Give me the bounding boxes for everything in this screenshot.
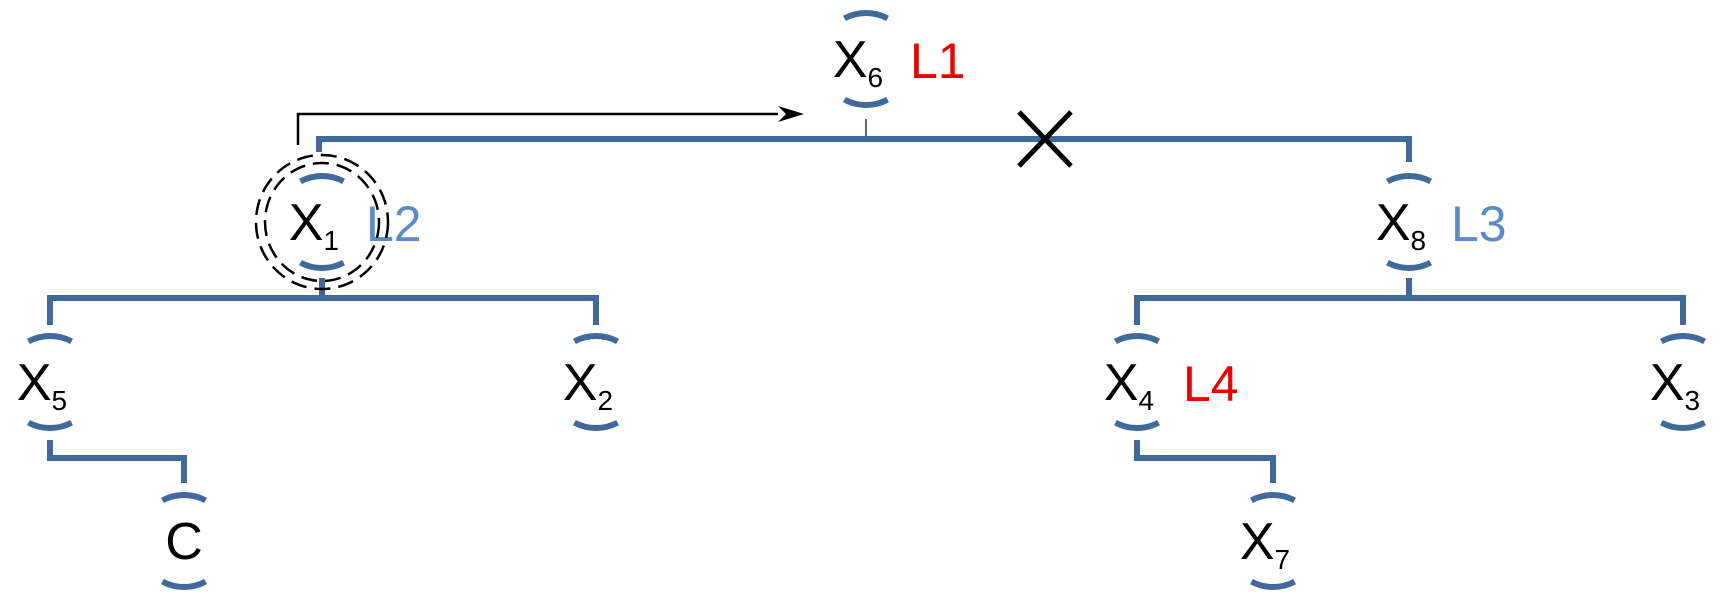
node-arc-top	[1385, 173, 1433, 185]
node-var-letter: X	[17, 354, 52, 412]
node-var-subscript: 6	[868, 62, 884, 93]
node-arc-bottom	[1385, 259, 1433, 271]
edge-x8-children	[1134, 295, 1686, 325]
node-var-letter: X	[1650, 354, 1685, 412]
branches	[47, 119, 1686, 483]
node-arc-top	[160, 492, 208, 504]
node-x8: X8 L3	[1376, 173, 1507, 271]
node-var-letter: X	[1240, 513, 1275, 571]
edge-x1-children	[47, 295, 599, 325]
node-x3: X3	[1650, 333, 1707, 431]
node-variable: X3	[1650, 354, 1700, 416]
node-var-letter: C	[165, 513, 203, 571]
edge-x6-children	[316, 136, 1412, 162]
node-var-subscript: 1	[324, 225, 340, 256]
node-arc-bottom	[572, 419, 620, 431]
node-arc-top	[26, 333, 74, 345]
node-variable: X8	[1376, 194, 1426, 256]
node-arc-top	[1659, 333, 1707, 345]
node-arc-top	[1249, 492, 1297, 504]
node-arc-bottom	[1659, 419, 1707, 431]
edge-x4-children	[1134, 440, 1276, 483]
node-var-letter: X	[1104, 354, 1139, 412]
node-arc-bottom	[160, 578, 208, 590]
node-label: L4	[1183, 356, 1239, 412]
move-arrow	[296, 106, 804, 145]
edge-x5-children	[47, 440, 187, 483]
node-var-letter: X	[563, 354, 598, 412]
node-var-subscript: 8	[1411, 225, 1427, 256]
node-label: L1	[910, 33, 966, 89]
node-x6: X6 L1	[833, 10, 966, 108]
node-variable: X5	[17, 354, 67, 416]
node-arc-bottom	[842, 96, 890, 108]
node-var-subscript: 5	[52, 385, 68, 416]
node-x5: X5	[17, 333, 74, 431]
node-arc-top	[1113, 333, 1161, 345]
node-var-subscript: 3	[1685, 385, 1701, 416]
highlight-ring	[254, 153, 390, 291]
node-arc-top	[842, 10, 890, 22]
node-variable: C	[165, 513, 203, 571]
node-var-subscript: 7	[1275, 544, 1291, 575]
node-arc-bottom	[1113, 419, 1161, 431]
node-var-subscript: 4	[1139, 385, 1155, 416]
node-variable: X4	[1104, 354, 1154, 416]
node-label: L3	[1451, 196, 1507, 252]
cross-mark-icon	[1017, 110, 1073, 168]
node-var-letter: X	[833, 31, 868, 89]
node-x7: X7	[1240, 492, 1297, 590]
node-arc-top	[572, 333, 620, 345]
node-variable: X2	[563, 354, 613, 416]
node-var-letter: X	[289, 194, 324, 252]
node-arc-top	[298, 173, 346, 185]
node-variable: X6	[833, 31, 883, 93]
node-variable: X7	[1240, 513, 1290, 575]
node-x1: X1 L2	[289, 173, 422, 271]
node-variable: X1	[289, 194, 339, 256]
node-arc-bottom	[1249, 578, 1297, 590]
node-c: C	[160, 492, 208, 590]
node-var-letter: X	[1376, 194, 1411, 252]
node-x4: X4 L4	[1104, 333, 1239, 431]
node-arc-bottom	[298, 259, 346, 271]
node-arc-bottom	[26, 419, 74, 431]
node-label: L2	[366, 196, 422, 252]
node-var-subscript: 2	[598, 385, 614, 416]
node-x2: X2	[563, 333, 620, 431]
